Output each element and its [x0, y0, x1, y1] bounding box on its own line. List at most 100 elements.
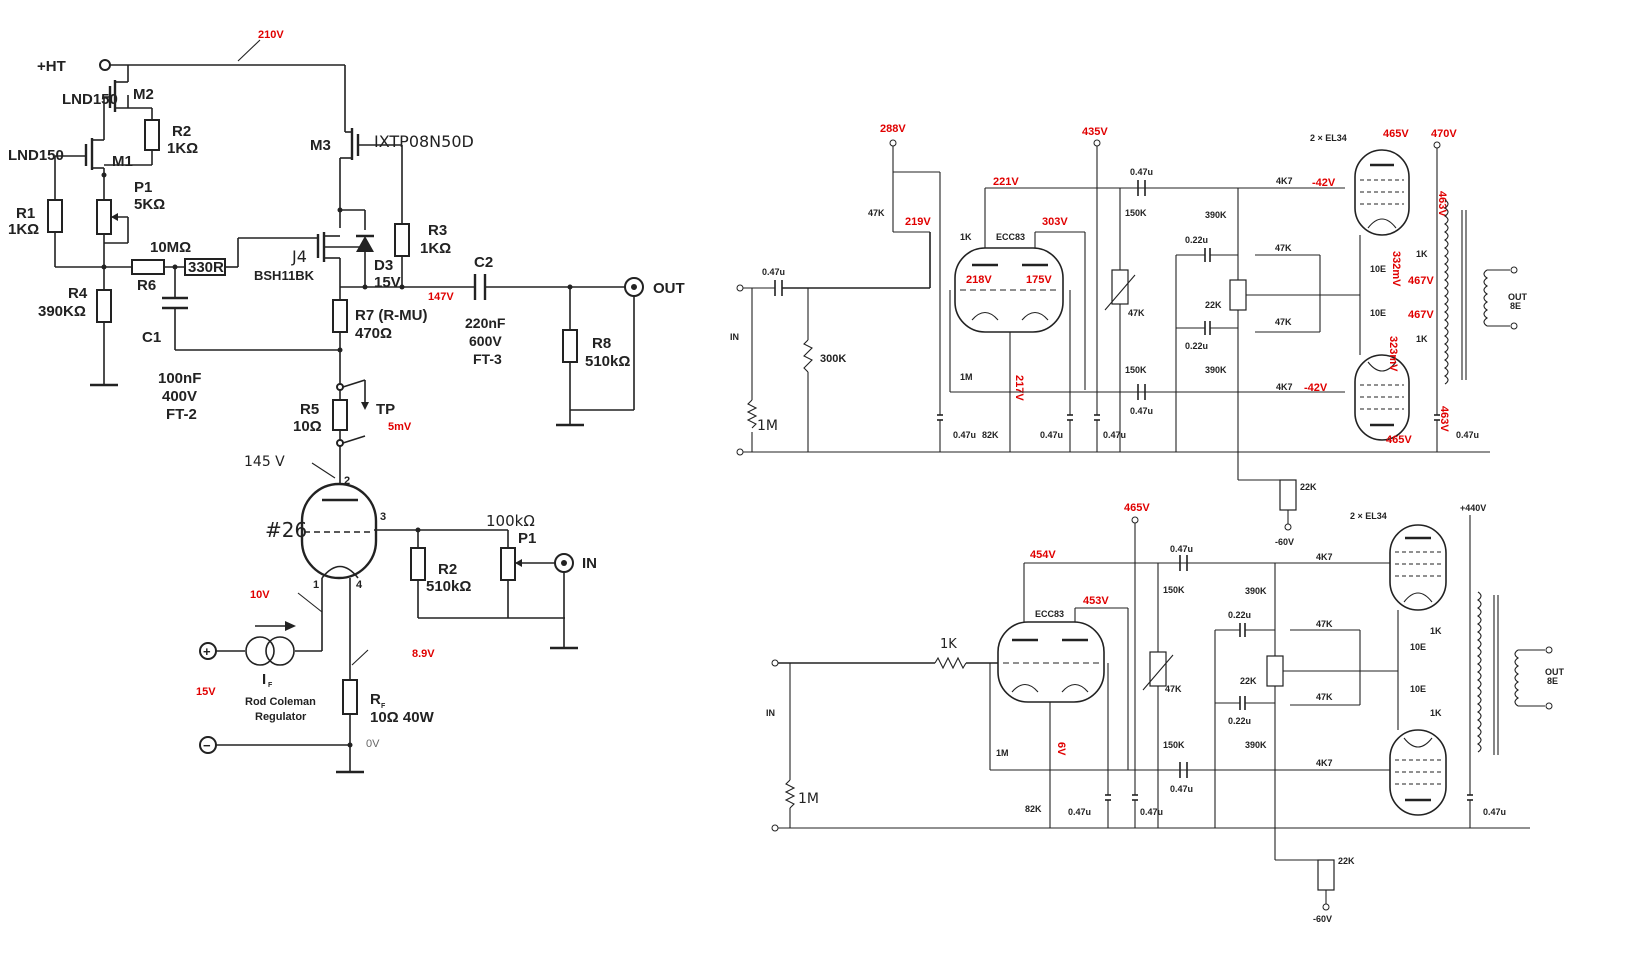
tr-v435: 435V [1082, 126, 1108, 138]
tube-26 [300, 482, 378, 580]
br-ecc83-tube [997, 621, 1105, 703]
voltage-89: 8.9V [412, 648, 435, 660]
br-22k-bias: 22K [1338, 856, 1355, 866]
tr-v221: 221V [993, 176, 1019, 188]
top-right-schematic: IN 0.47u 1M 300K 288V 47K 219V 0.47u 435… [730, 123, 1528, 547]
br-47k-pot: 47K [1165, 684, 1182, 694]
br-390k-a: 390K [1245, 586, 1267, 596]
tr-v219: 219V [905, 216, 931, 228]
r8-resistor [562, 329, 578, 363]
br-4k7-b: 4K7 [1316, 758, 1333, 768]
r3-val: 1KΩ [420, 240, 451, 257]
minus-symbol: − [203, 738, 211, 753]
tr-22k-bias: 22K [1300, 482, 1317, 492]
br-v440: +440V [1460, 503, 1486, 513]
tr-390k-b: 390K [1205, 365, 1227, 375]
r330-val: 330R [188, 259, 224, 276]
c2-ref: C2 [474, 254, 493, 271]
br-150k-b: 150K [1163, 740, 1185, 750]
br-v465: 465V [1124, 502, 1150, 514]
c1-type: FT-2 [166, 406, 197, 423]
d3-zener [356, 236, 374, 252]
tube-pin2: 2 [344, 475, 350, 487]
m3-type: IXTP08N50D [374, 132, 474, 151]
r1-resistor [47, 199, 63, 233]
tp-label: TP [376, 401, 395, 418]
r8-val: 510kΩ [585, 353, 630, 370]
voltage-10: 10V [250, 589, 270, 601]
tr-ecc83: ECC83 [996, 232, 1025, 242]
p1-val: 5KΩ [134, 196, 165, 213]
br-1m-in: 1M [798, 791, 819, 807]
r4-resistor [96, 289, 112, 323]
tr-c-bot: 0.47u [1130, 406, 1153, 416]
tr-47k-pot: 47K [1128, 308, 1145, 318]
r6-val: 10MΩ [150, 239, 191, 256]
r5-resistor [332, 399, 348, 431]
r2-resistor [144, 119, 160, 151]
tr-v463a: 463V [1436, 191, 1448, 217]
tr-v175: 175V [1026, 274, 1052, 286]
ht-terminal [99, 59, 111, 71]
tube-pin1: 1 [313, 579, 319, 591]
tr-47k: 47K [868, 208, 885, 218]
tr-v467a: 467V [1408, 275, 1434, 287]
tr-10e-a: 10E [1370, 264, 1386, 274]
tr-v470: 470V [1431, 128, 1457, 140]
tr-4k7-b: 4K7 [1276, 382, 1293, 392]
bottom-right-schematic: IN 1K 1M 465V 0.47u 454V 453V ECC83 6V 8… [766, 502, 1565, 924]
tr-82k: 82K [982, 430, 999, 440]
tr-v463b: 463V [1438, 406, 1450, 432]
out-label: OUT [653, 280, 685, 297]
r2-ref: R2 [172, 123, 191, 140]
r1-val: 1KΩ [8, 221, 39, 238]
tr-1m-in: 1M [757, 418, 778, 434]
tr-pot-22k [1229, 279, 1247, 311]
tr-1k-b: 1K [1416, 334, 1428, 344]
c2-val: 220nF [465, 315, 506, 331]
m3-ref: M3 [310, 137, 331, 154]
r8-ref: R8 [592, 335, 611, 352]
tr-v217: 217V [1013, 375, 1025, 401]
r1-ref: R1 [16, 205, 35, 222]
tr-1k: 1K [960, 232, 972, 242]
br-c-k2: 0.47u [1140, 807, 1163, 817]
tr-v42b: -42V [1304, 382, 1328, 394]
m1-ref: M1 [112, 153, 133, 170]
tp-voltage: 5mV [388, 421, 412, 433]
br-1k-a: 1K [1430, 626, 1442, 636]
r3-resistor [394, 223, 410, 257]
plus-symbol: + [203, 644, 211, 659]
d3-ref: D3 [374, 257, 393, 274]
br-82k: 82K [1025, 804, 1042, 814]
br-v454: 454V [1030, 549, 1056, 561]
tr-4k7-a: 4K7 [1276, 176, 1293, 186]
r4-ref: R4 [68, 285, 88, 302]
br-4k7-a: 4K7 [1316, 552, 1333, 562]
c2-type: FT-3 [473, 351, 502, 367]
voltage-145: 145 V [244, 454, 285, 470]
tube-pin3: 3 [380, 511, 386, 523]
tr-v218: 218V [966, 274, 992, 286]
tr-c-k2: 0.47u [1103, 430, 1126, 440]
r5-val: 10Ω [293, 418, 322, 435]
br-pot-22k [1266, 655, 1284, 687]
in-label: IN [582, 555, 597, 572]
left-schematic: +HT 210V LND150 M2 R2 1KΩ LND150 M1 P1 5… [8, 29, 685, 774]
if-label: I [262, 671, 266, 688]
c2-voltage: 600V [469, 333, 502, 349]
tr-1k-a: 1K [1416, 249, 1428, 259]
p1-input-pot [500, 547, 516, 581]
m1-type: LND150 [8, 147, 64, 164]
br-c-bot: 0.47u [1170, 784, 1193, 794]
r2-val: 1KΩ [167, 140, 198, 157]
tr-c022-b: 0.22u [1185, 341, 1208, 351]
tube-pin4: 4 [356, 579, 363, 591]
tr-c022-a: 0.22u [1185, 235, 1208, 245]
tr-c-k1: 0.47u [953, 430, 976, 440]
br-22k: 22K [1240, 676, 1257, 686]
tr-10e-b: 10E [1370, 308, 1386, 318]
tr-el34: 2 × EL34 [1310, 133, 1347, 143]
br-el34: 2 × EL34 [1350, 511, 1387, 521]
